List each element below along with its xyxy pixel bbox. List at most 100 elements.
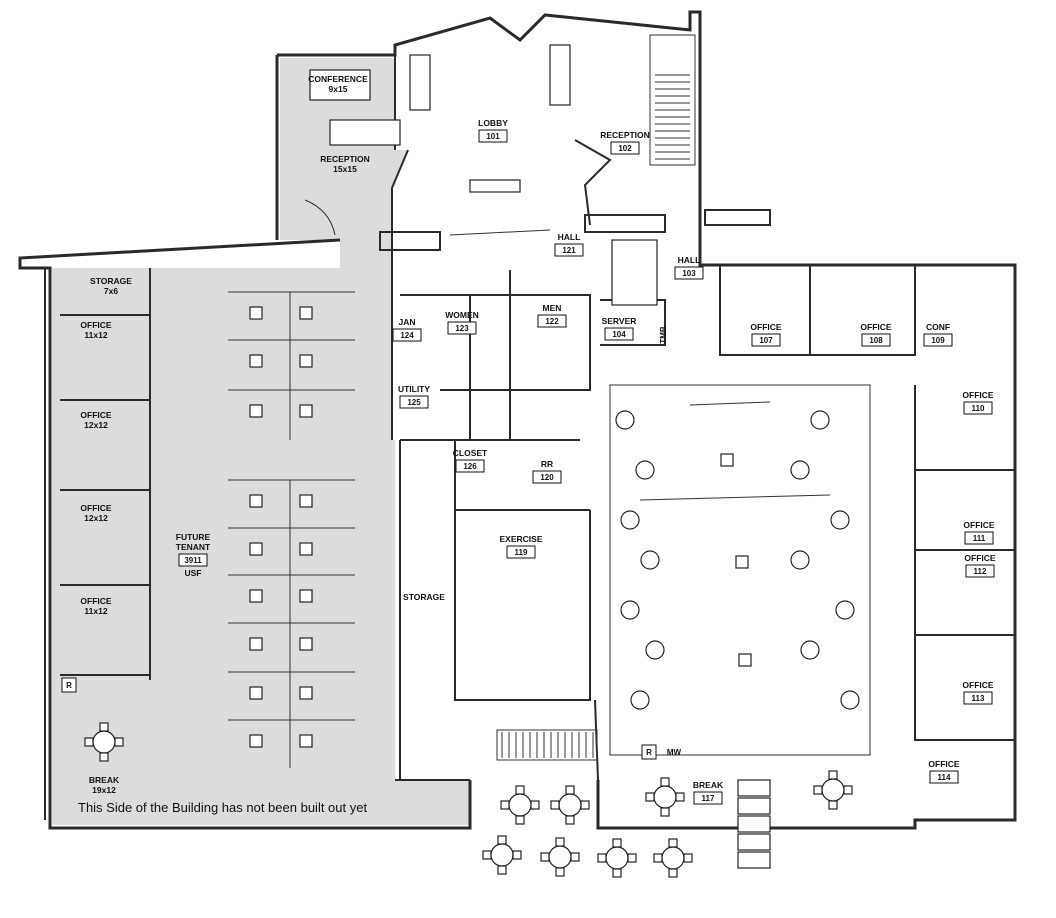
room-number-box [751, 333, 781, 347]
room-name: WOMEN [445, 310, 479, 320]
cubicle-chair [249, 404, 263, 418]
workstation-chair [630, 690, 650, 710]
room-number: 120 [540, 473, 554, 482]
room-rr: RR 120 [532, 459, 562, 484]
r-label-left: R [66, 681, 72, 690]
room-number-box [693, 791, 723, 805]
room-name: RECEPTION [320, 154, 370, 164]
r-label-right: R [646, 748, 652, 757]
long-table-segment [737, 851, 771, 869]
workstation-chair [810, 410, 830, 430]
room-number-box [610, 141, 640, 155]
break-table [597, 838, 637, 878]
break-table [482, 835, 522, 875]
room-number-box [964, 531, 994, 545]
room-name: SERVER [602, 316, 637, 326]
cubicle-block-left [228, 291, 355, 768]
room-number: 119 [515, 548, 528, 557]
cubicle-chair [299, 589, 313, 603]
workstation-chair [620, 510, 640, 530]
open-office-area [609, 384, 871, 756]
room-name: OFFICE [80, 320, 111, 330]
workstation-chair [800, 640, 820, 660]
lobby-furniture [409, 44, 658, 306]
cubicle-chair [299, 734, 313, 748]
room-name: BREAK [693, 780, 724, 790]
conference-furniture [304, 69, 401, 236]
room-number-box [963, 691, 993, 705]
room-exercise: EXERCISE 119 [500, 534, 543, 559]
stairs [496, 34, 696, 761]
room-number: 112 [974, 567, 987, 576]
room-name: OFFICE [80, 596, 111, 606]
room-name: JAN [398, 317, 415, 327]
cubicle-chair [249, 494, 263, 508]
room-name: FUTURE [176, 532, 211, 542]
tmb-label: TMB [659, 326, 668, 344]
room-name: STORAGE [403, 592, 445, 602]
workstation-chair [620, 600, 640, 620]
room-number-box [929, 770, 959, 784]
r-box-right [641, 744, 657, 760]
long-table-segment [737, 833, 771, 851]
cubicle-chair [249, 734, 263, 748]
room-number-box [455, 459, 485, 473]
room-number: 117 [702, 794, 715, 803]
room-number-box [532, 470, 562, 484]
workstation-chair [840, 690, 860, 710]
room-size: 11x12 [84, 330, 107, 340]
break-table [84, 722, 124, 762]
room-number: 110 [972, 404, 985, 413]
mw-label: MW [667, 748, 682, 757]
room-name: HALL [558, 232, 581, 242]
workstation-chair [790, 550, 810, 570]
room-break117: BREAK 117 [693, 780, 724, 805]
room-number-box [674, 266, 704, 280]
room-number: 126 [463, 462, 477, 471]
room-number: 101 [486, 132, 500, 141]
room-number: 109 [931, 336, 945, 345]
room-number: 104 [612, 330, 626, 339]
workstation-chair [615, 410, 635, 430]
room-number: 121 [562, 246, 576, 255]
break-table [500, 785, 540, 825]
workstation-chair [640, 550, 660, 570]
room-number: 111 [973, 534, 986, 543]
room-name: UTILITY [398, 384, 430, 394]
room-name: CONFERENCE [308, 74, 368, 84]
room-number: 113 [972, 694, 985, 703]
cubicle-chair [249, 354, 263, 368]
room-number-box [392, 328, 422, 342]
cubicle-chair [249, 589, 263, 603]
room-number: 122 [545, 317, 559, 326]
room-number: 114 [938, 773, 951, 782]
room-size: TENANT [176, 542, 211, 552]
unbuilt-note: This Side of the Building has not been b… [78, 800, 367, 815]
room-name: EXERCISE [500, 534, 543, 544]
cubicle-chair [299, 637, 313, 651]
room-number: 103 [682, 269, 696, 278]
room-number-box [604, 327, 634, 341]
workstation-chair [790, 460, 810, 480]
room-number-box [447, 321, 477, 335]
room-name: MEN [543, 303, 562, 313]
room-number: 102 [618, 144, 632, 153]
room-name: RR [541, 459, 553, 469]
room-number-box [965, 564, 995, 578]
room-size: 7x6 [104, 286, 118, 296]
room-size: 15x15 [333, 164, 357, 174]
room-number: 123 [455, 324, 469, 333]
room-number-box [506, 545, 536, 559]
